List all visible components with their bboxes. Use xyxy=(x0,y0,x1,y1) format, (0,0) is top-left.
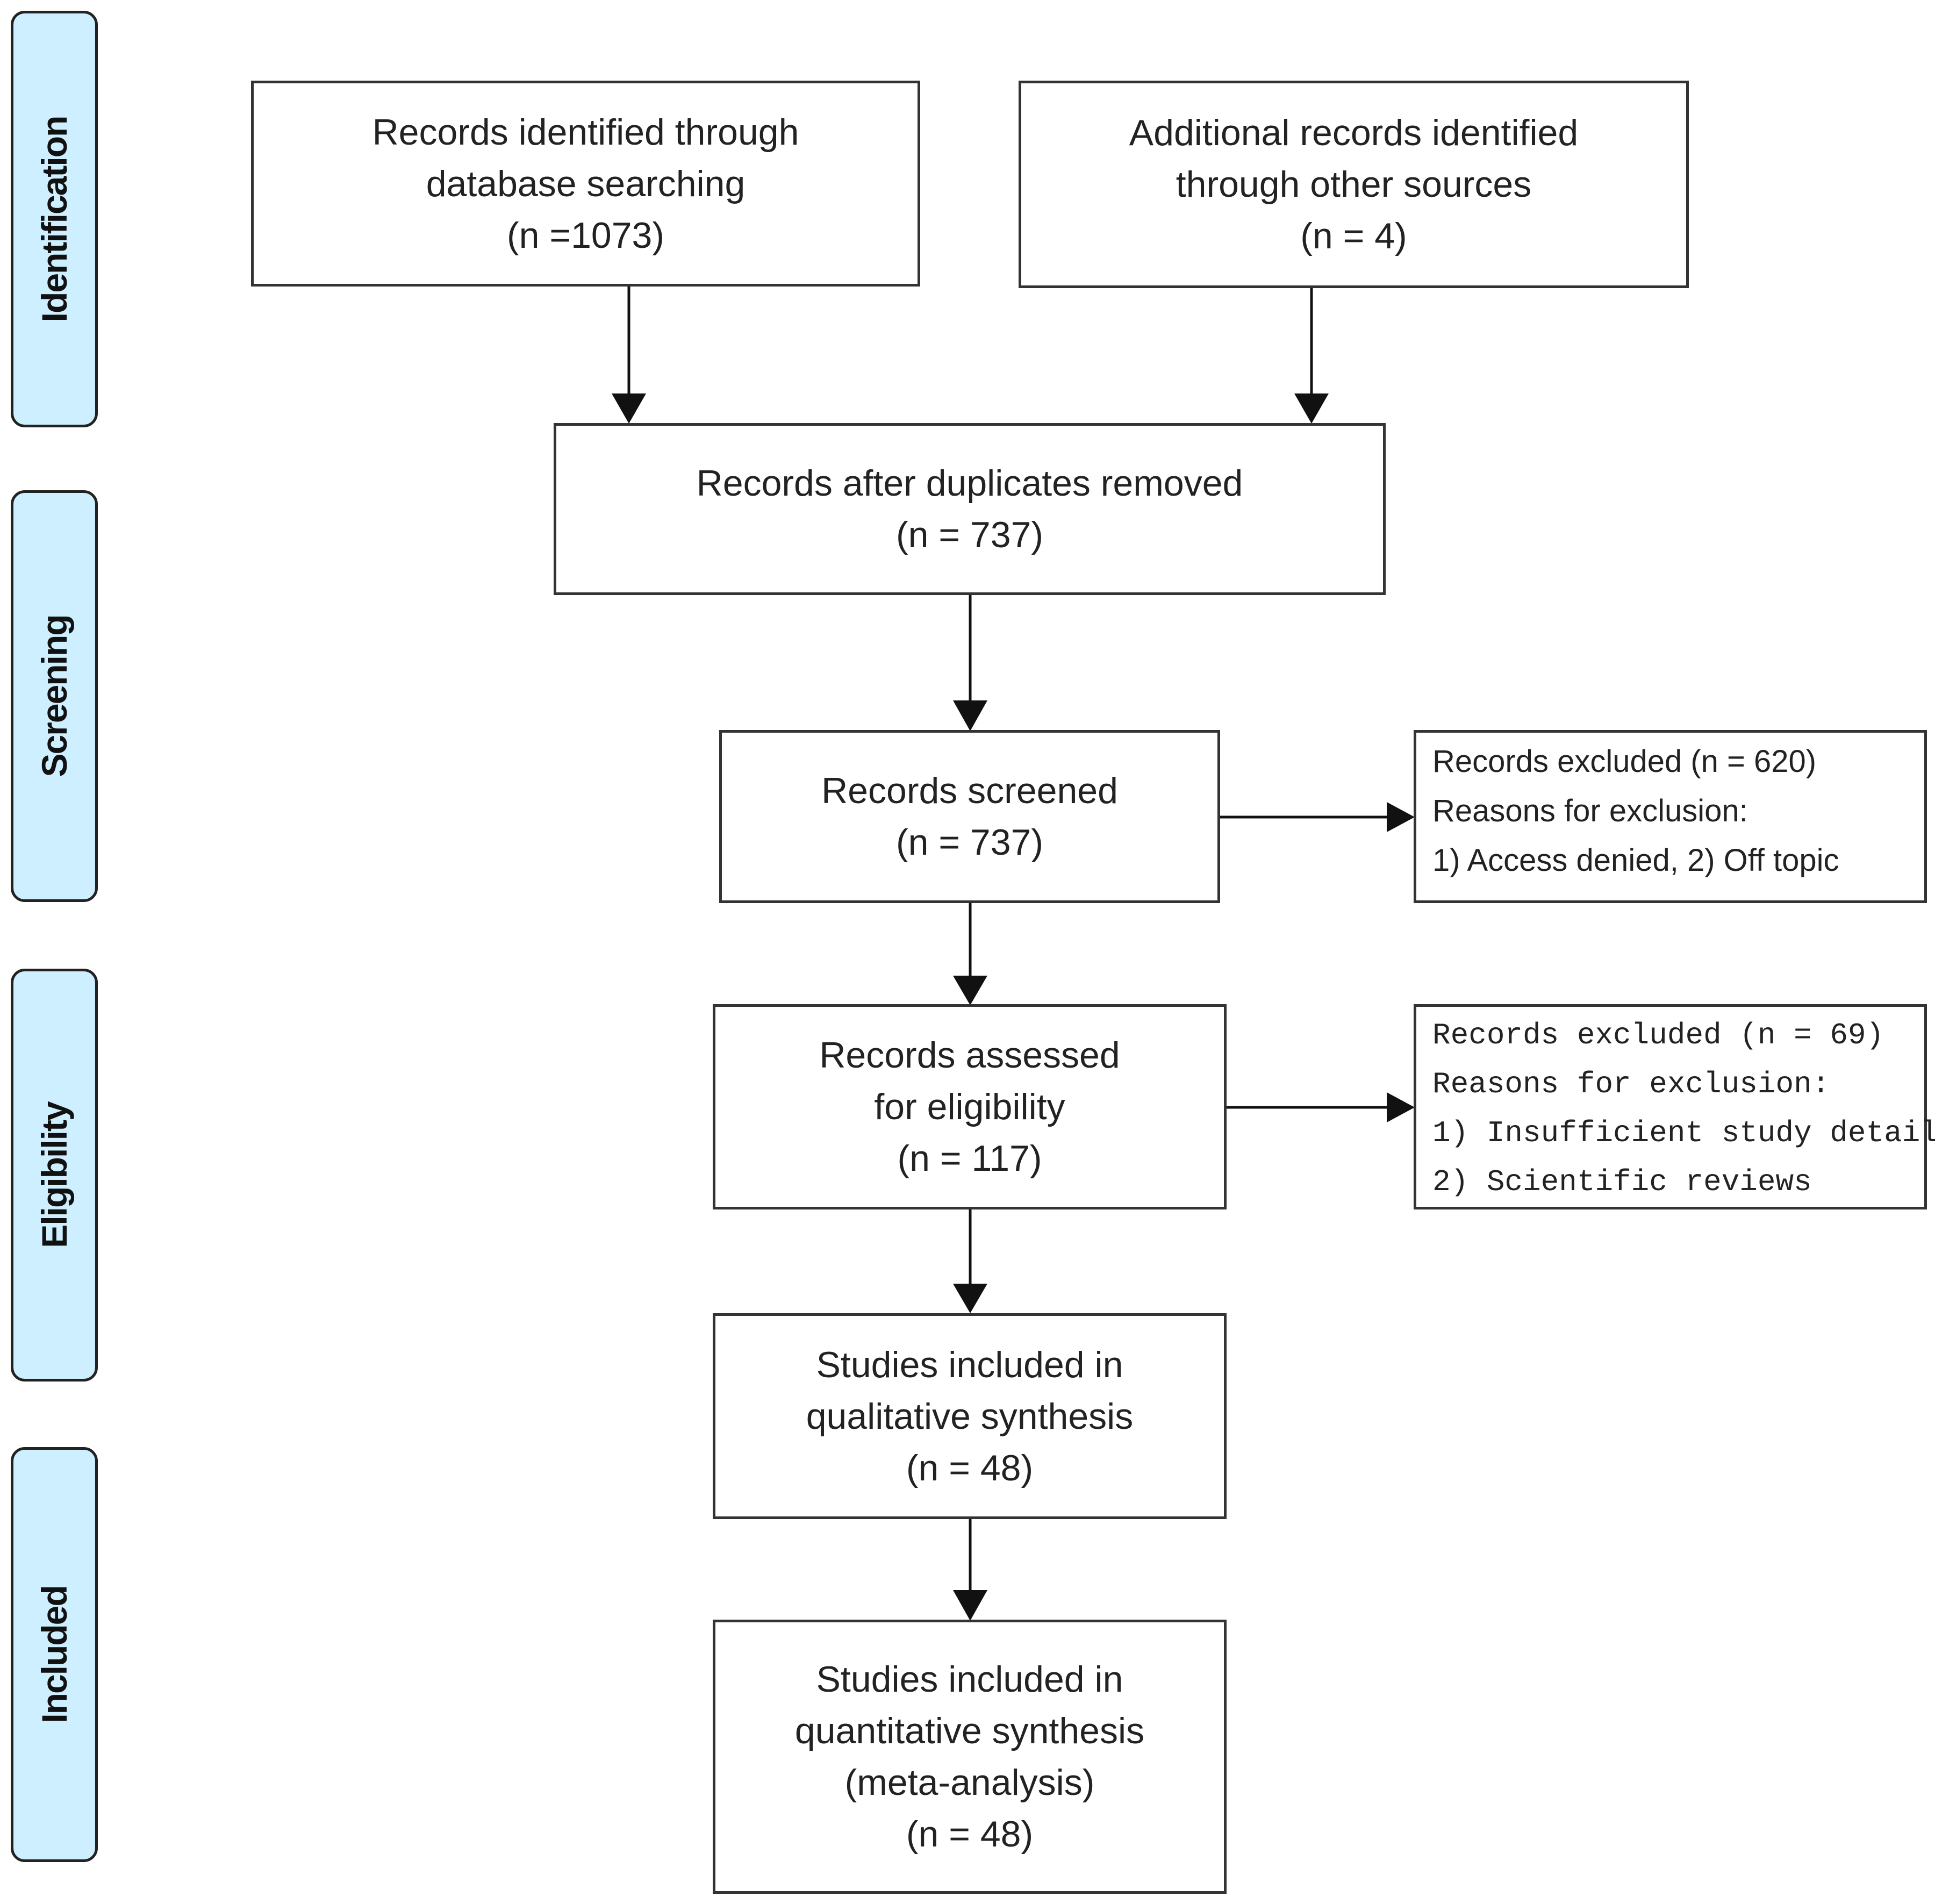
screen-excluded-line3: 1) Access denied, 2) Off topic xyxy=(1432,843,1839,878)
arrowhead-eligibility xyxy=(953,1284,987,1313)
screened-line1: Records screened xyxy=(821,770,1118,811)
screen-excluded-line1: Records excluded (n = 620) xyxy=(1432,744,1817,779)
phase-included: Included xyxy=(11,1447,98,1862)
phase-eligibility-label: Eligibility xyxy=(34,1102,74,1248)
qualitative-line2: qualitative synthesis xyxy=(806,1395,1134,1437)
quantitative-line2: quantitative synthesis xyxy=(794,1710,1145,1751)
quantitative-count: (n = 48) xyxy=(906,1814,1034,1855)
duplicates-count: (n = 737) xyxy=(895,514,1044,555)
phase-identification-label: Identification xyxy=(34,116,74,322)
box-qualitative-synthesis: Studies included in qualitative synthesi… xyxy=(713,1313,1227,1519)
elig-excluded-line2: Reasons for exclusion: xyxy=(1432,1067,1830,1101)
arrowhead-qualitative xyxy=(953,1590,987,1621)
box-records-screened: Records screened (n = 737) xyxy=(719,730,1220,903)
qualitative-line1: Studies included in xyxy=(816,1344,1123,1385)
elig-excluded-line3: 1) Insufficient study details xyxy=(1432,1116,1935,1150)
elig-excluded-line4: 2) Scientific reviews xyxy=(1432,1165,1812,1199)
arrowhead-db xyxy=(612,393,646,424)
eligibility-line1: Records assessed xyxy=(819,1035,1120,1076)
qualitative-count: (n = 48) xyxy=(906,1447,1034,1488)
other-sources-count: (n = 4) xyxy=(1300,216,1407,256)
box-quantitative-synthesis: Studies included in quantitative synthes… xyxy=(713,1620,1227,1894)
quantitative-line3: (meta-analysis) xyxy=(844,1762,1095,1803)
box-database-search: Records identified through database sear… xyxy=(251,81,920,287)
phase-eligibility: Eligibility xyxy=(11,969,98,1382)
phase-screening-label: Screening xyxy=(34,615,74,777)
arrowhead-elig-excluded xyxy=(1387,1092,1415,1122)
arrowhead-screen-excluded xyxy=(1387,802,1415,832)
screened-count: (n = 737) xyxy=(895,822,1044,863)
quantitative-line1: Studies included in xyxy=(816,1659,1123,1700)
box-eligibility-exclusions: Records excluded (n = 69) Reasons for ex… xyxy=(1414,1004,1935,1209)
elig-excluded-line1: Records excluded (n = 69) xyxy=(1432,1018,1884,1053)
duplicates-line1: Records after duplicates removed xyxy=(696,463,1243,504)
screen-excluded-line2: Reasons for exclusion: xyxy=(1432,793,1748,828)
db-search-count: (n =1073) xyxy=(507,214,664,256)
db-search-line2: database searching xyxy=(426,163,746,204)
box-screening-exclusions: Records excluded (n = 620) Reasons for e… xyxy=(1414,730,1927,903)
eligibility-line2: for eligibility xyxy=(874,1086,1065,1127)
box-eligibility-assessed: Records assessed for eligibility (n = 11… xyxy=(713,1004,1227,1209)
phase-identification: Identification xyxy=(11,11,98,427)
phase-included-label: Included xyxy=(34,1586,74,1723)
arrowhead-other xyxy=(1294,393,1329,424)
eligibility-count: (n = 117) xyxy=(897,1138,1042,1179)
phase-screening: Screening xyxy=(11,490,98,902)
arrowhead-screened xyxy=(953,976,987,1005)
other-sources-line2: through other sources xyxy=(1176,164,1532,205)
db-search-line1: Records identified through xyxy=(372,111,799,153)
box-other-sources: Additional records identified through ot… xyxy=(1019,81,1689,288)
other-sources-line1: Additional records identified xyxy=(1129,112,1579,153)
arrowhead-duplicates xyxy=(953,700,987,731)
box-duplicates-removed: Records after duplicates removed (n = 73… xyxy=(554,423,1386,595)
